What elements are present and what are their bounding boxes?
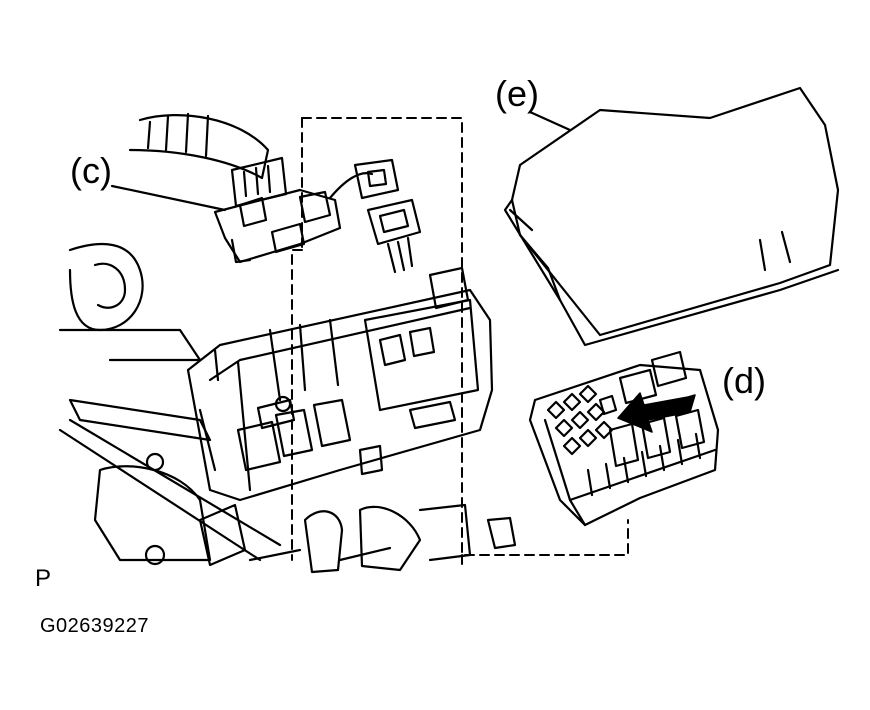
lower-engine-parts — [248, 503, 517, 574]
leader-line-e — [528, 110, 572, 132]
label-e: (e) — [495, 73, 539, 114]
fuse-box-d — [528, 350, 720, 527]
leader-line-c — [110, 184, 227, 212]
figure-code: G02639227 — [40, 615, 150, 637]
label-c: (c) — [70, 150, 112, 191]
label-d: (d) — [722, 360, 766, 401]
arrow-left-down-icon — [617, 392, 696, 433]
dashed-callout — [291, 117, 629, 571]
fuse-box-base — [186, 266, 494, 502]
connector-c — [213, 156, 374, 264]
fuse-box-cover-e — [503, 86, 840, 347]
connector-pair — [353, 158, 422, 274]
hose-top-left — [128, 112, 270, 180]
view-marker-p: P — [35, 565, 52, 592]
left-engine-parts — [58, 242, 282, 567]
